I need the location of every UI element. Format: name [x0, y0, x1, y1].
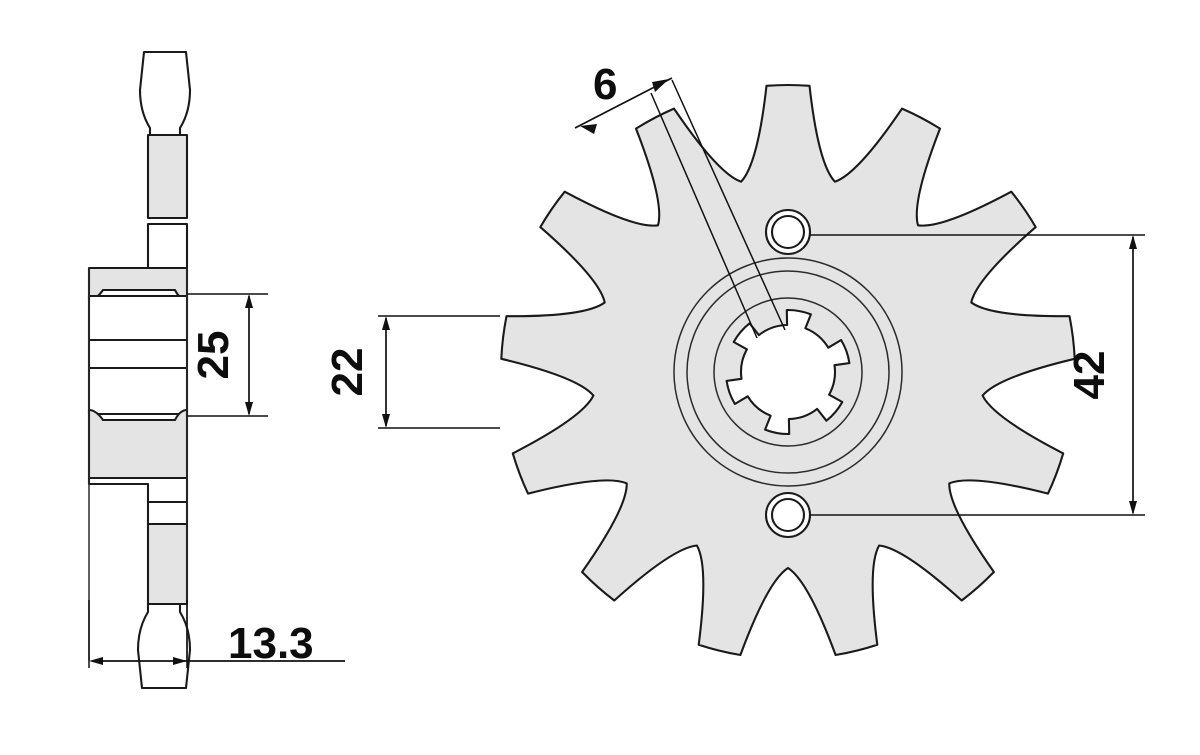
hub-inner-circle	[686, 270, 890, 474]
hub-width-dimension: 25	[187, 293, 268, 417]
thickness-arrow-right	[173, 657, 187, 665]
bolt-circle-dimension: 42	[810, 234, 1145, 516]
bolt-hole-upper-inner	[770, 214, 806, 250]
thickness-label: 13.3	[228, 619, 314, 668]
od-arrow-top	[1129, 235, 1137, 249]
bolt-hole-lower	[764, 491, 812, 539]
sprocket-front-geometry	[500, 83, 1076, 657]
bore-diameter-dimension: 22	[323, 315, 500, 429]
hub-width-arrow-bottom	[245, 402, 253, 416]
bolt-hole-lower-inner	[770, 497, 806, 533]
spline-arrow-left	[580, 124, 597, 134]
splined-bore	[725, 308, 851, 436]
side-tooth-bottom-tip	[136, 602, 192, 690]
bolt-hole-upper	[764, 208, 812, 256]
side-tooth-top-base	[146, 222, 189, 270]
spline-leader-a	[650, 92, 758, 339]
spline-arrow-right	[652, 79, 669, 92]
spline-width-dimension: 6	[574, 60, 786, 339]
thickness-arrow-left	[89, 657, 103, 665]
side-hub-lower-band	[87, 366, 189, 416]
bore-diameter-label: 22	[323, 348, 372, 397]
side-hub-middle	[87, 338, 189, 370]
bore-outer-circle	[713, 297, 863, 447]
side-tooth-top-tip	[138, 50, 192, 137]
hub-outer-circle	[673, 257, 903, 487]
hub-width-arrow-top	[245, 294, 253, 308]
side-tooth-bottom-base	[146, 500, 189, 526]
spline-leader-b	[671, 79, 786, 331]
total-thickness-dimension: 13.3	[88, 600, 345, 668]
bore-arrow-bottom	[382, 414, 390, 428]
side-flange-lower	[87, 408, 189, 480]
side-tooth-top-body	[146, 133, 189, 220]
outer-diameter-label: 42	[1065, 351, 1114, 400]
bore-arrow-top	[382, 316, 390, 330]
od-arrow-bottom	[1129, 501, 1137, 515]
hub-width-label: 25	[189, 331, 238, 380]
side-section-view	[87, 50, 192, 690]
side-tooth-bottom-body	[146, 522, 189, 606]
spline-width-label: 6	[593, 60, 617, 109]
side-hub-upper-band	[87, 294, 189, 342]
side-step-ledge	[87, 476, 189, 504]
